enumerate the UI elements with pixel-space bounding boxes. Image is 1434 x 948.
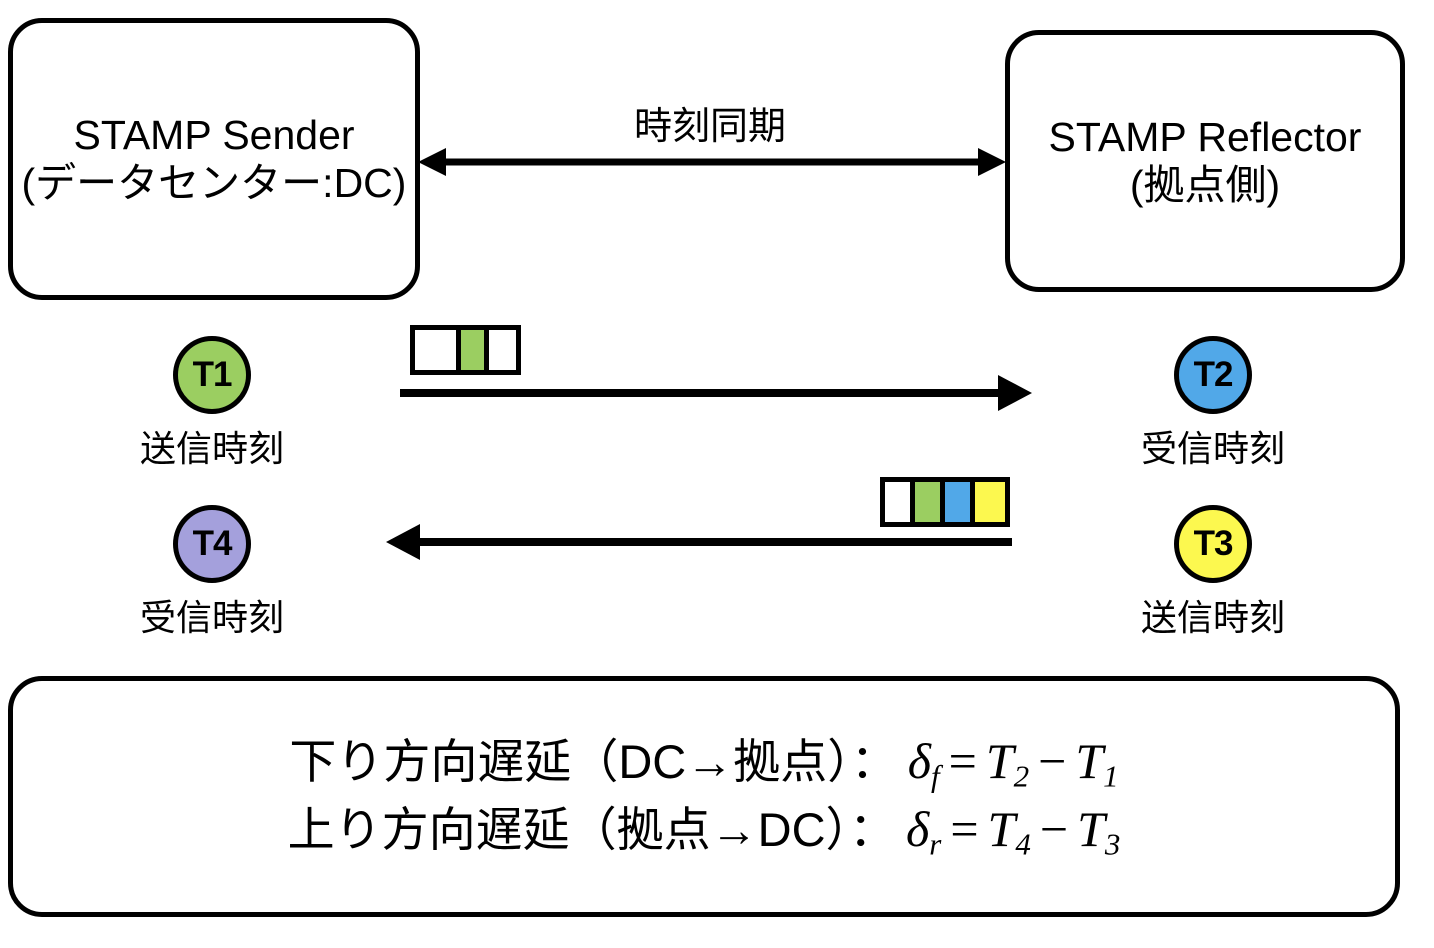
t4-circle: T4 [173,505,251,583]
t4-label: 受信時刻 [139,597,284,638]
reflector-subtitle: (拠点側) [1129,162,1281,208]
t2-code: T2 [1193,355,1234,394]
packet-cell-blank [489,330,516,370]
sender-subtitle: (データセンター:DC) [21,160,407,206]
delta-f-symbol: δ [907,733,931,790]
delta-r-sub: r [929,826,942,862]
t2-circle: T2 [1174,336,1252,414]
t3-label: 送信時刻 [1140,597,1285,638]
t2-term-sub: 2 [1013,758,1030,794]
sender-title: STAMP Sender [73,111,355,158]
upstream-text: 上り方向遅延（拠点→DC）： [287,802,897,856]
packet-cell-t3 [975,482,1005,522]
t1-term: T [1075,733,1104,790]
formula-panel: 下り方向遅延（DC→拠点）： δf=T2−T1 上り方向遅延（拠点→DC）： δ… [8,676,1400,917]
packet-cell-blank [885,482,915,522]
formula-line-upstream: 上り方向遅延（拠点→DC）： δr=T4−T3 [288,797,1121,864]
node-stamp-sender[interactable]: STAMP Sender (データセンター:DC) [8,18,420,300]
minus-sign: − [1039,800,1069,857]
forward-arrow [400,375,1032,411]
delta-f-sub: f [930,758,940,794]
downstream-text: 下り方向遅延（DC→拠点）： [289,735,898,789]
t4-term-sub: 4 [1015,826,1031,862]
t4-code: T4 [192,524,233,563]
forward-packet-icon [410,325,521,375]
t4-term: T [987,800,1016,857]
delta-r-symbol: δ [906,800,930,857]
sync-arrow-label: 時刻同期 [633,106,786,148]
t1-label: 送信時刻 [139,428,284,469]
packet-cell-t2 [945,482,975,522]
timestamp-marker-t2[interactable]: T2 受信時刻 [1133,336,1293,472]
t2-term: T [985,733,1014,790]
sync-arrow [418,148,1006,176]
node-stamp-reflector[interactable]: STAMP Reflector (拠点側) [1005,30,1405,292]
reflector-title: STAMP Reflector [1048,113,1362,160]
t3-term-sub: 3 [1104,826,1121,862]
t1-term-sub: 1 [1103,758,1119,794]
timestamp-marker-t1[interactable]: T1 送信時刻 [132,336,292,472]
timestamp-marker-t4[interactable]: T4 受信時刻 [132,505,292,641]
packet-cell-t1 [915,482,945,522]
minus-sign: − [1038,733,1067,790]
equals-sign: = [948,733,977,790]
t2-label: 受信時刻 [1140,428,1285,469]
t1-code: T1 [192,355,233,394]
packet-cell-t1 [461,330,489,370]
formula-line-downstream: 下り方向遅延（DC→拠点）： δf=T2−T1 [289,729,1118,796]
t3-circle: T3 [1174,505,1252,583]
t3-term: T [1077,800,1105,857]
equals-sign: = [950,800,979,857]
timestamp-marker-t3[interactable]: T3 送信時刻 [1133,505,1293,641]
reverse-packet-icon [880,477,1010,527]
reverse-arrow [386,524,1012,560]
packet-cell-blank [415,330,461,370]
t3-code: T3 [1193,524,1234,563]
upstream-expression: δr=T4−T3 [906,797,1120,864]
downstream-expression: δf=T2−T1 [908,729,1119,796]
t1-circle: T1 [173,336,251,414]
